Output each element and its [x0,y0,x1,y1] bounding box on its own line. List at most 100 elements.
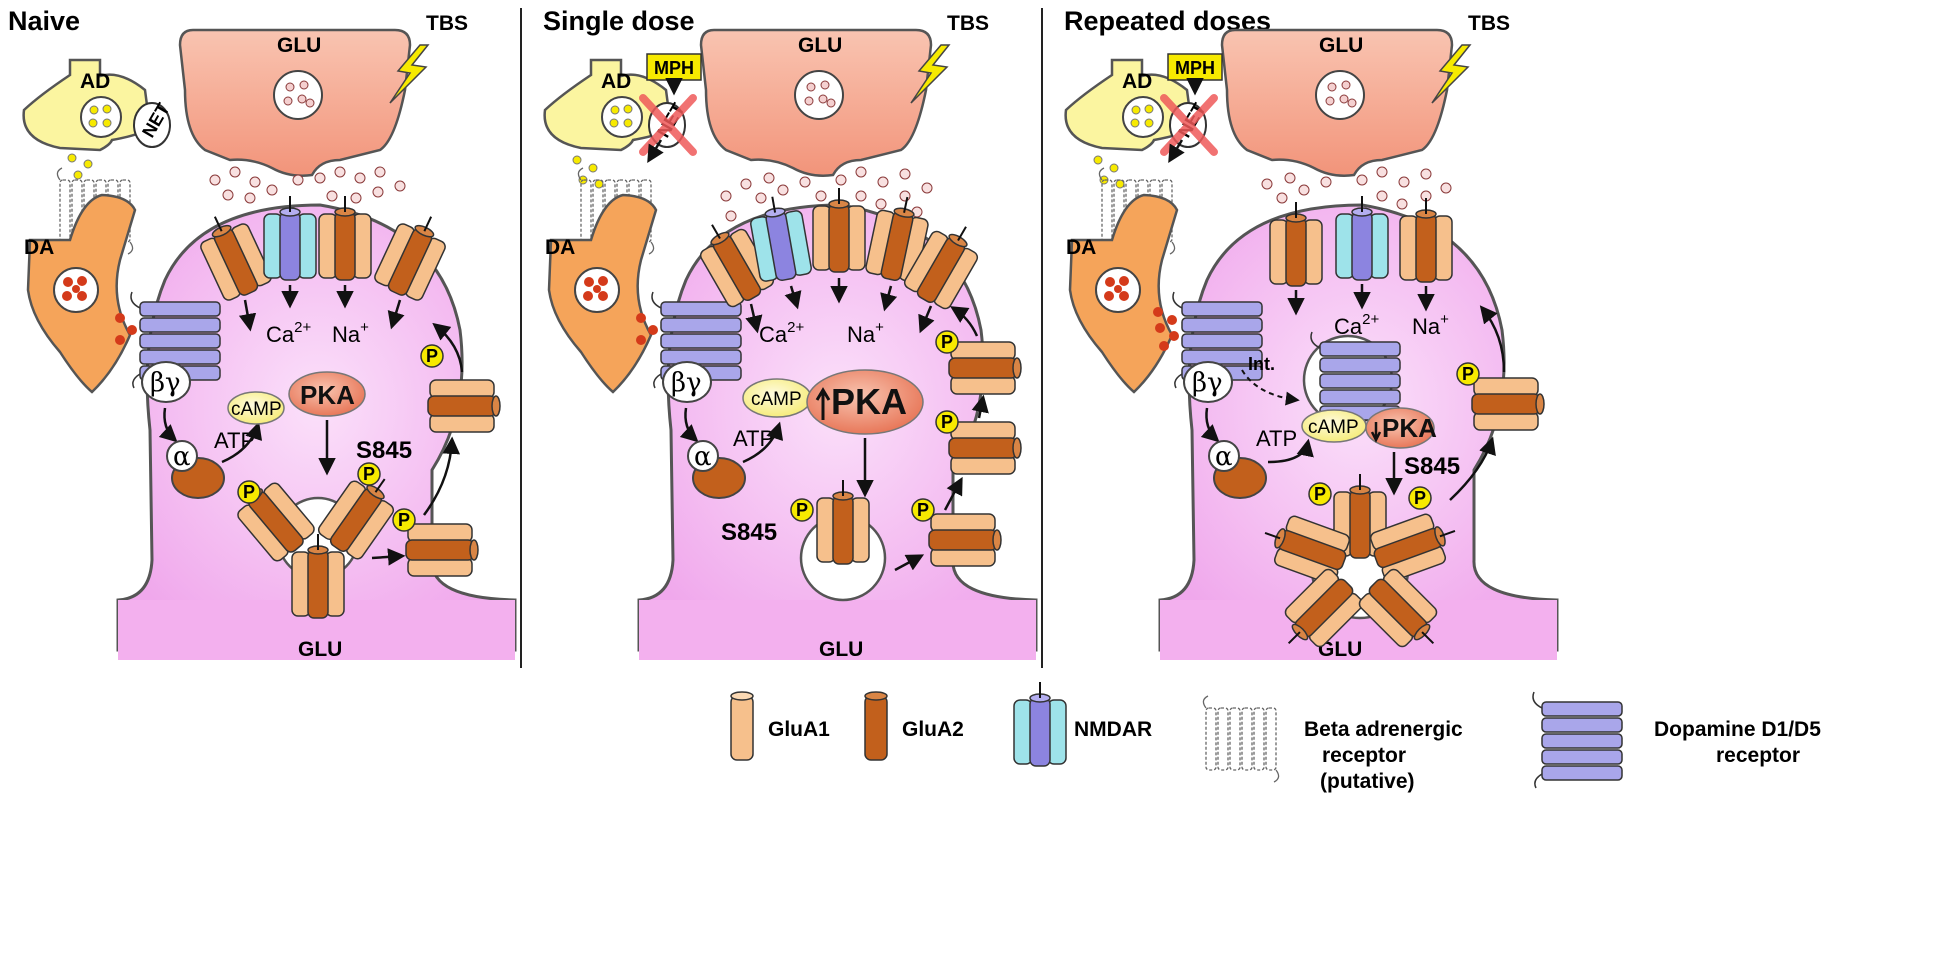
ampar-receptor [1399,197,1453,283]
tbs-label: TBS [947,12,989,35]
influx-arrow [387,299,405,330]
beta-gamma-subunit [662,361,712,403]
beta-gamma-subunit [141,361,191,403]
atp-label: ATP [1256,426,1297,451]
pka-node [806,369,924,435]
phospho-label: P [363,464,375,484]
ampar-trafficking [948,421,1022,475]
influx-arrow [918,305,935,334]
legend-label: NMDAR [1074,718,1152,741]
atp-label: ATP [733,426,774,451]
camp-label: cAMP [751,389,802,410]
legend-label: GluA1 [768,718,830,741]
ad-release [1093,155,1125,189]
phospho-label: P [426,346,438,366]
camp-label: cAMP [231,399,282,420]
ad-label: AD [601,70,631,93]
beta-gamma-label: βγ [671,368,702,398]
phospho-label: P [1414,488,1426,508]
panel-repeated-doses: Repeated doses GLU GLU TBS AD MPH NET [1064,6,1559,663]
da-vesicle [574,267,620,313]
sodium-ion-label: Na+ [847,319,884,347]
beta-adrenergic-icon [1202,695,1280,783]
da-vesicle [1095,267,1141,313]
da-release [115,313,137,345]
glu-vesicle [273,70,323,120]
beta-gamma-subunit [1183,361,1233,403]
ad-label: AD [80,70,110,93]
glutamate-release [209,166,406,204]
ampar-trafficking [928,513,1002,567]
s845-label: S845 [1404,453,1460,480]
pka-label: PKA [300,380,355,410]
pka-node [288,371,366,417]
influx-arrow [784,285,802,310]
ampar-trafficking [427,379,501,433]
camp-node [227,391,285,425]
mph-badge [1167,53,1223,81]
legend-item-nmdar: NMDAR [1013,681,1152,767]
insertion-arrow [371,548,406,566]
g-protein-arrow [158,407,178,443]
panel-naive: Naive GLU GLU TBS AD NET DA [8,6,517,661]
da-release [1153,307,1179,351]
sodium-ion-label: Na+ [332,319,369,347]
glu-top-label: GLU [1319,34,1363,57]
atp-arrow [742,421,784,464]
g-protein-arrow [1200,407,1220,443]
legend-label: Dopamine D1/D5 [1654,718,1821,741]
ad-vesicle [601,96,643,138]
trafficking-arrow [422,436,461,516]
pka-node [1365,407,1435,449]
trafficking-arrow [432,322,464,373]
glutamate-release [1261,166,1452,210]
alpha-label: α [173,442,191,472]
beta-gamma-label: βγ [1192,368,1223,398]
legend-label: receptor [1322,744,1406,767]
influx-arrow [238,299,257,332]
influx-arrow [745,303,763,334]
glu-top-label: GLU [798,34,842,57]
ampar-trafficking [405,523,479,577]
legend-label: (putative) [1320,770,1415,793]
insertion-arrow [894,554,925,572]
da-label: DA [545,236,575,259]
alpha-badge [1208,440,1240,472]
d1d5-icon [1532,691,1623,789]
s845-label: S845 [721,519,777,546]
legend-item-d1d5: Dopamine D1/D5 receptor [1532,691,1821,789]
ampar-trafficking [1471,377,1545,431]
legend-label: Beta adrenergic [1304,718,1463,741]
phospho-label: P [917,500,929,520]
ad-release [67,153,93,180]
alpha-badge [166,440,198,472]
pka-label: PKA [1382,413,1437,443]
da-label: DA [24,236,54,259]
net-block-x-icon [639,94,697,156]
net-transporter [133,102,171,148]
calcium-ion-label: Ca2+ [266,319,311,347]
legend-item-glua2: GluA2 [864,691,964,761]
influx-arrow [880,285,898,312]
tbs-label: TBS [426,12,468,35]
glu-vesicle [794,70,844,120]
pka-down-arrow-icon [1370,422,1382,443]
panel-title: Single dose [543,6,695,36]
pka-label: PKA [831,381,907,422]
camp-label: cAMP [1308,417,1359,438]
mph-label: MPH [1175,58,1215,78]
atp-arrow [1267,438,1314,464]
alpha-label: α [694,442,712,472]
ad-reuptake-arrow [1168,139,1185,164]
alpha-label: α [1215,442,1233,472]
ad-label: AD [1122,70,1152,93]
ampar-trafficking [948,341,1022,395]
glu-bottom-label: GLU [298,638,342,661]
net-block-x-icon [1160,94,1218,156]
s845-label: S845 [356,437,412,464]
ad-reuptake-arrow [647,139,664,164]
legend: GluA1 GluA2 NMDAR Beta adrenergic recept… [730,681,1821,793]
phospho-label: P [1462,364,1474,384]
legend-label: receptor [1716,744,1800,767]
